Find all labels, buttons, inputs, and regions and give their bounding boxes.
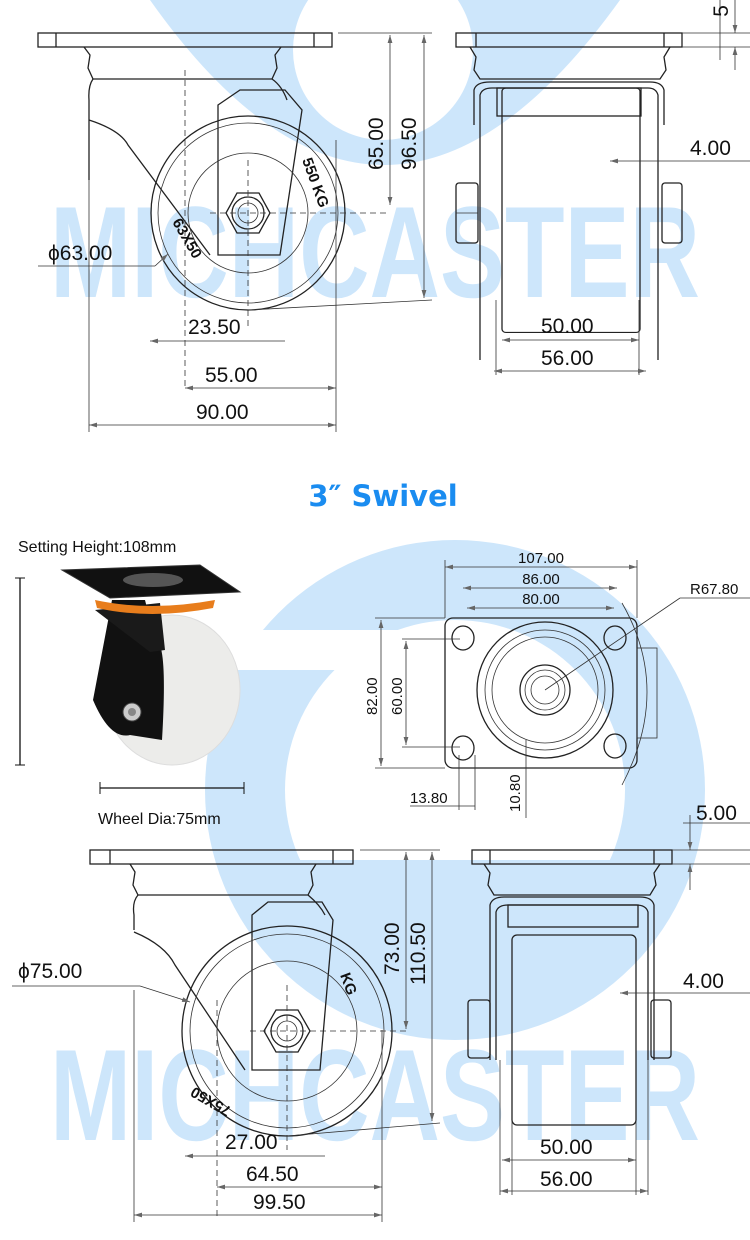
svg-text:56.00: 56.00 — [540, 1168, 593, 1191]
svg-text:80.00: 80.00 — [522, 591, 560, 608]
plate-top-view: 107.00 86.00 80.00 R67.80 82.00 60.00 13… — [364, 550, 750, 818]
watermark: MICHCASTER MICHCASTER — [50, 0, 705, 1168]
svg-text:ϕ75.00: ϕ75.00 — [18, 960, 82, 983]
svg-text:65.00: 65.00 — [365, 117, 388, 170]
section-title: 3″ Swivel — [308, 479, 457, 513]
svg-text:55.00: 55.00 — [205, 364, 258, 387]
svg-text:110.50: 110.50 — [407, 922, 430, 985]
svg-text:ϕ63.00: ϕ63.00 — [48, 242, 112, 265]
svg-text:5.00: 5.00 — [696, 802, 737, 825]
svg-text:27.00: 27.00 — [225, 1131, 278, 1154]
svg-text:50.00: 50.00 — [540, 1136, 593, 1159]
svg-text:90.00: 90.00 — [196, 401, 249, 424]
svg-text:R67.80: R67.80 — [690, 581, 738, 598]
top-front-view: 5 4.00 50.00 56.00 — [455, 0, 750, 375]
svg-text:64.50: 64.50 — [246, 1163, 299, 1186]
bottom-front-view: 5.00 4.00 50.00 56.00 — [467, 802, 750, 1195]
svg-text:MICHCASTER: MICHCASTER — [50, 1022, 700, 1168]
svg-text:Setting Height:108mm: Setting Height:108mm — [18, 539, 176, 556]
svg-text:Wheel Dia:75mm: Wheel Dia:75mm — [98, 811, 221, 828]
svg-text:4.00: 4.00 — [690, 137, 731, 160]
svg-text:23.50: 23.50 — [188, 316, 241, 339]
svg-text:5: 5 — [710, 5, 733, 17]
svg-text:86.00: 86.00 — [522, 571, 560, 588]
svg-text:10.80: 10.80 — [507, 774, 524, 812]
svg-text:73.00: 73.00 — [381, 922, 404, 975]
svg-text:13.80: 13.80 — [410, 790, 448, 807]
svg-text:96.50: 96.50 — [398, 117, 421, 170]
svg-text:82.00: 82.00 — [364, 677, 381, 715]
svg-text:60.00: 60.00 — [389, 677, 406, 715]
svg-text:KG: KG — [336, 971, 360, 998]
svg-text:50.00: 50.00 — [541, 315, 594, 338]
product-photo: Setting Height:108mm Wheel Dia:75mm — [15, 539, 245, 828]
bottom-side-view: KG 75X50 73.00 110.50 ϕ75.00 27.00 64.50… — [12, 849, 441, 1222]
svg-text:4.00: 4.00 — [683, 970, 724, 993]
svg-text:99.50: 99.50 — [253, 1191, 306, 1214]
svg-text:107.00: 107.00 — [518, 550, 564, 567]
svg-text:56.00: 56.00 — [541, 347, 594, 370]
